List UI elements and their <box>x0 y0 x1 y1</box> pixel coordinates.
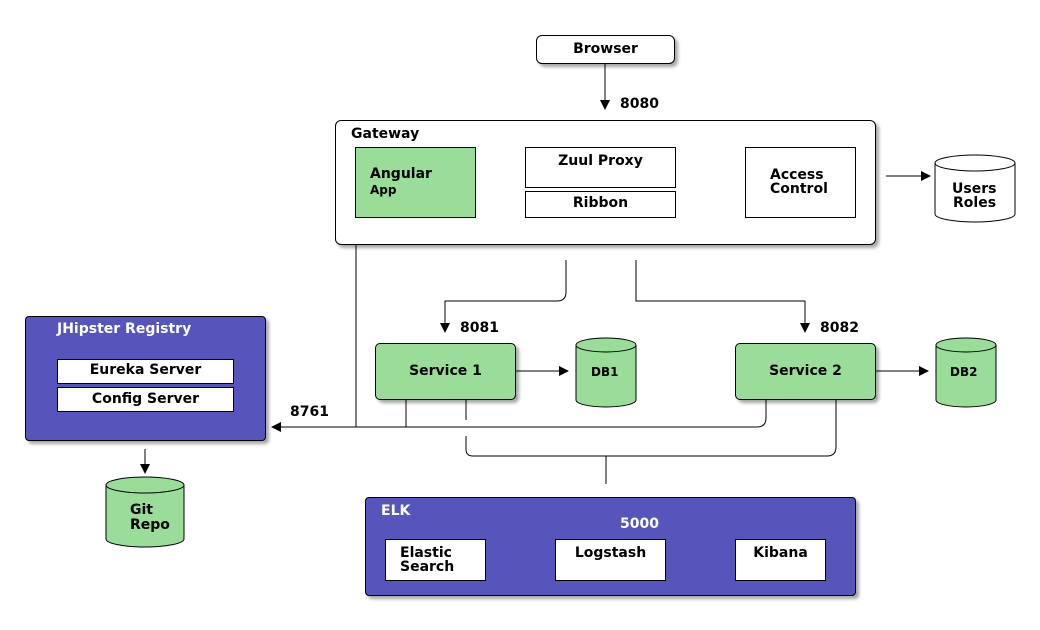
git-line2: Repo <box>130 517 170 533</box>
services-elk-bus <box>465 400 837 457</box>
ribbon-label: Ribbon <box>572 195 629 211</box>
service1-port: 8081 <box>460 320 499 336</box>
browser-label: Browser <box>573 41 638 57</box>
angular-line1: Angular <box>370 166 432 182</box>
elk-title: ELK <box>381 503 411 519</box>
service1-label: Service 1 <box>409 363 482 379</box>
users-roles-db <box>934 154 1016 223</box>
logstash-label: Logstash <box>574 545 647 561</box>
elastic-line1: Elastic <box>400 545 452 561</box>
ribbon-box: Ribbon <box>525 191 676 218</box>
git-repo-db <box>105 476 185 548</box>
users-db-line1: Users <box>952 181 997 197</box>
logstash-box: Logstash <box>555 539 666 581</box>
git-line1: Git <box>130 502 153 518</box>
config-server-box: Config Server <box>57 387 234 412</box>
services-registry-arrow <box>271 400 767 432</box>
eureka-label: Eureka Server <box>89 362 202 378</box>
db2-label: DB2 <box>950 365 978 379</box>
elk-port: 5000 <box>620 516 659 532</box>
browser-node: Browser <box>536 35 675 64</box>
service1-node: Service 1 <box>375 343 516 400</box>
config-label: Config Server <box>91 391 200 407</box>
access-control-box: Access Control <box>745 147 856 218</box>
browser-port: 8080 <box>620 96 659 112</box>
zuul-label: Zuul Proxy <box>558 153 643 169</box>
db2-cylinder <box>935 337 997 408</box>
angular-app-box: Angular App <box>355 147 476 218</box>
access-line2: Control <box>770 181 828 197</box>
registry-port: 8761 <box>290 404 329 420</box>
db1-cylinder <box>575 337 637 408</box>
db1-label: DB1 <box>591 365 619 379</box>
gateway-title: Gateway <box>351 126 420 142</box>
users-db-line2: Roles <box>953 195 997 211</box>
registry-title: JHipster Registry <box>57 321 192 337</box>
zuul-proxy-box: Zuul Proxy <box>525 147 676 188</box>
service2-node: Service 2 <box>735 343 876 400</box>
kibana-label: Kibana <box>753 545 808 561</box>
service2-port: 8082 <box>820 320 859 336</box>
service2-label: Service 2 <box>769 363 842 379</box>
elastic-search-box: Elastic Search <box>385 539 486 581</box>
eureka-server-box: Eureka Server <box>57 359 234 384</box>
kibana-box: Kibana <box>735 539 826 581</box>
angular-line2: App <box>370 183 397 197</box>
ribbon-service2-arrow <box>635 260 810 333</box>
access-line1: Access <box>770 167 824 183</box>
elastic-line2: Search <box>400 559 455 575</box>
ribbon-service1-arrow <box>440 260 567 333</box>
